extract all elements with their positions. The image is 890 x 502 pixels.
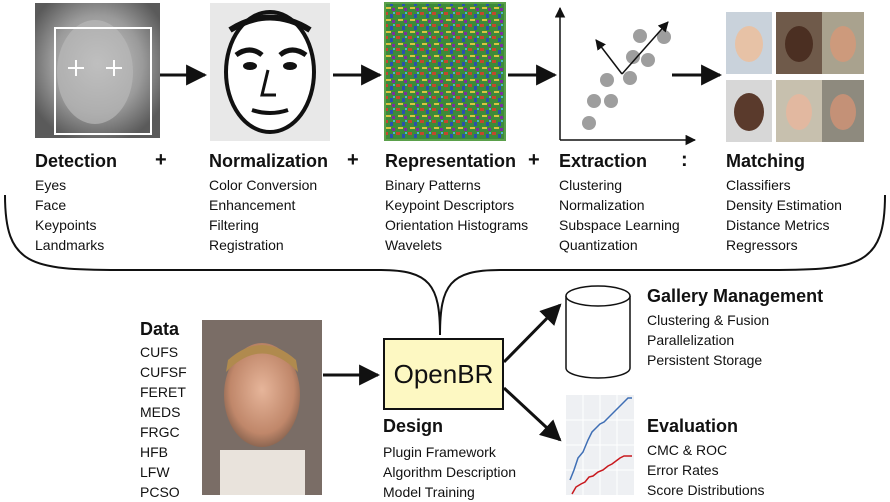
list-item: Score Distributions xyxy=(647,482,765,498)
representation-item-list: Binary Patterns Keypoint Descriptors Ori… xyxy=(385,175,528,255)
separator-plus: + xyxy=(347,149,359,171)
normalization-item-list: Color Conversion Enhancement Filtering R… xyxy=(209,175,317,255)
gallery-item-list: Clustering & Fusion Parallelization Pers… xyxy=(647,310,769,370)
openbr-label: OpenBR xyxy=(393,358,494,389)
separator-colon: : xyxy=(681,149,688,171)
openbr-box: OpenBR xyxy=(383,338,504,410)
list-item: Density Estimation xyxy=(726,197,842,213)
evaluation-item-list: CMC & ROC Error Rates Score Distribution… xyxy=(647,440,765,500)
evaluation-arrow xyxy=(502,386,562,442)
list-item: LFW xyxy=(140,464,170,480)
list-item: Binary Patterns xyxy=(385,177,481,193)
list-item: Eyes xyxy=(35,177,67,193)
list-item: Normalization xyxy=(559,197,645,213)
list-item: Registration xyxy=(209,237,284,253)
list-item: CUFS xyxy=(140,344,179,360)
data-face-photo xyxy=(202,320,322,495)
list-item: Keypoints xyxy=(35,217,97,233)
evaluation-title: Evaluation xyxy=(647,416,739,436)
list-item: CUFSF xyxy=(140,364,187,380)
pipeline-bracket xyxy=(4,194,886,336)
stage-title-detection: Detection xyxy=(35,151,118,171)
stage-title-normalization: Normalization xyxy=(209,151,329,171)
list-item: Classifiers xyxy=(726,177,791,193)
list-item: Model Training xyxy=(383,484,475,500)
list-item: MEDS xyxy=(140,404,181,420)
list-item: Error Rates xyxy=(647,462,719,478)
list-item: Algorithm Description xyxy=(383,464,517,480)
evaluation-curve-chart xyxy=(566,395,634,495)
gallery-arrow xyxy=(502,303,562,364)
gallery-title: Gallery Management xyxy=(647,286,824,306)
list-item: Orientation Histograms xyxy=(385,217,529,233)
extraction-scatter-plot xyxy=(554,6,697,146)
detection-box xyxy=(54,27,152,135)
separator-plus: + xyxy=(155,149,167,171)
representation-image xyxy=(384,2,506,141)
stage-title-representation: Representation xyxy=(385,151,517,171)
list-item: Enhancement xyxy=(209,197,296,213)
separator-plus: + xyxy=(528,149,540,171)
list-item: CMC & ROC xyxy=(647,442,728,458)
list-item: FERET xyxy=(140,384,186,400)
list-item: Face xyxy=(35,197,67,213)
normalization-face-image xyxy=(210,3,330,141)
list-item: Filtering xyxy=(209,217,259,233)
detection-item-list: Eyes Face Keypoints Landmarks xyxy=(35,175,104,255)
list-item: Keypoint Descriptors xyxy=(385,197,515,213)
data-title: Data xyxy=(140,319,180,339)
list-item: Clustering xyxy=(559,177,623,193)
extraction-item-list: Clustering Normalization Subspace Learni… xyxy=(559,175,680,255)
matching-face-grid xyxy=(726,12,864,142)
list-item: Color Conversion xyxy=(209,177,318,193)
stage-title-matching: Matching xyxy=(726,151,805,171)
list-item: Subspace Learning xyxy=(559,217,680,233)
database-cylinder-icon xyxy=(565,285,631,379)
list-item: Landmarks xyxy=(35,237,105,253)
list-item: Regressors xyxy=(726,237,798,253)
list-item: Distance Metrics xyxy=(726,217,830,233)
list-item: FRGC xyxy=(140,424,180,440)
design-item-list: Plugin Framework Algorithm Description M… xyxy=(383,442,516,502)
design-title: Design xyxy=(383,416,444,436)
list-item: Parallelization xyxy=(647,332,735,348)
detection-face-image xyxy=(35,3,160,138)
list-item: Quantization xyxy=(559,237,638,253)
list-item: HFB xyxy=(140,444,168,460)
data-item-list: CUFS CUFSF FERET MEDS FRGC HFB LFW PCSO xyxy=(140,342,187,502)
list-item: Wavelets xyxy=(385,237,443,253)
list-item: PCSO xyxy=(140,484,180,500)
matching-item-list: Classifiers Density Estimation Distance … xyxy=(726,175,842,255)
eye-markers xyxy=(68,60,122,76)
list-item: Plugin Framework xyxy=(383,444,496,460)
list-item: Clustering & Fusion xyxy=(647,312,770,328)
stage-title-extraction: Extraction xyxy=(559,151,648,171)
list-item: Persistent Storage xyxy=(647,352,763,368)
